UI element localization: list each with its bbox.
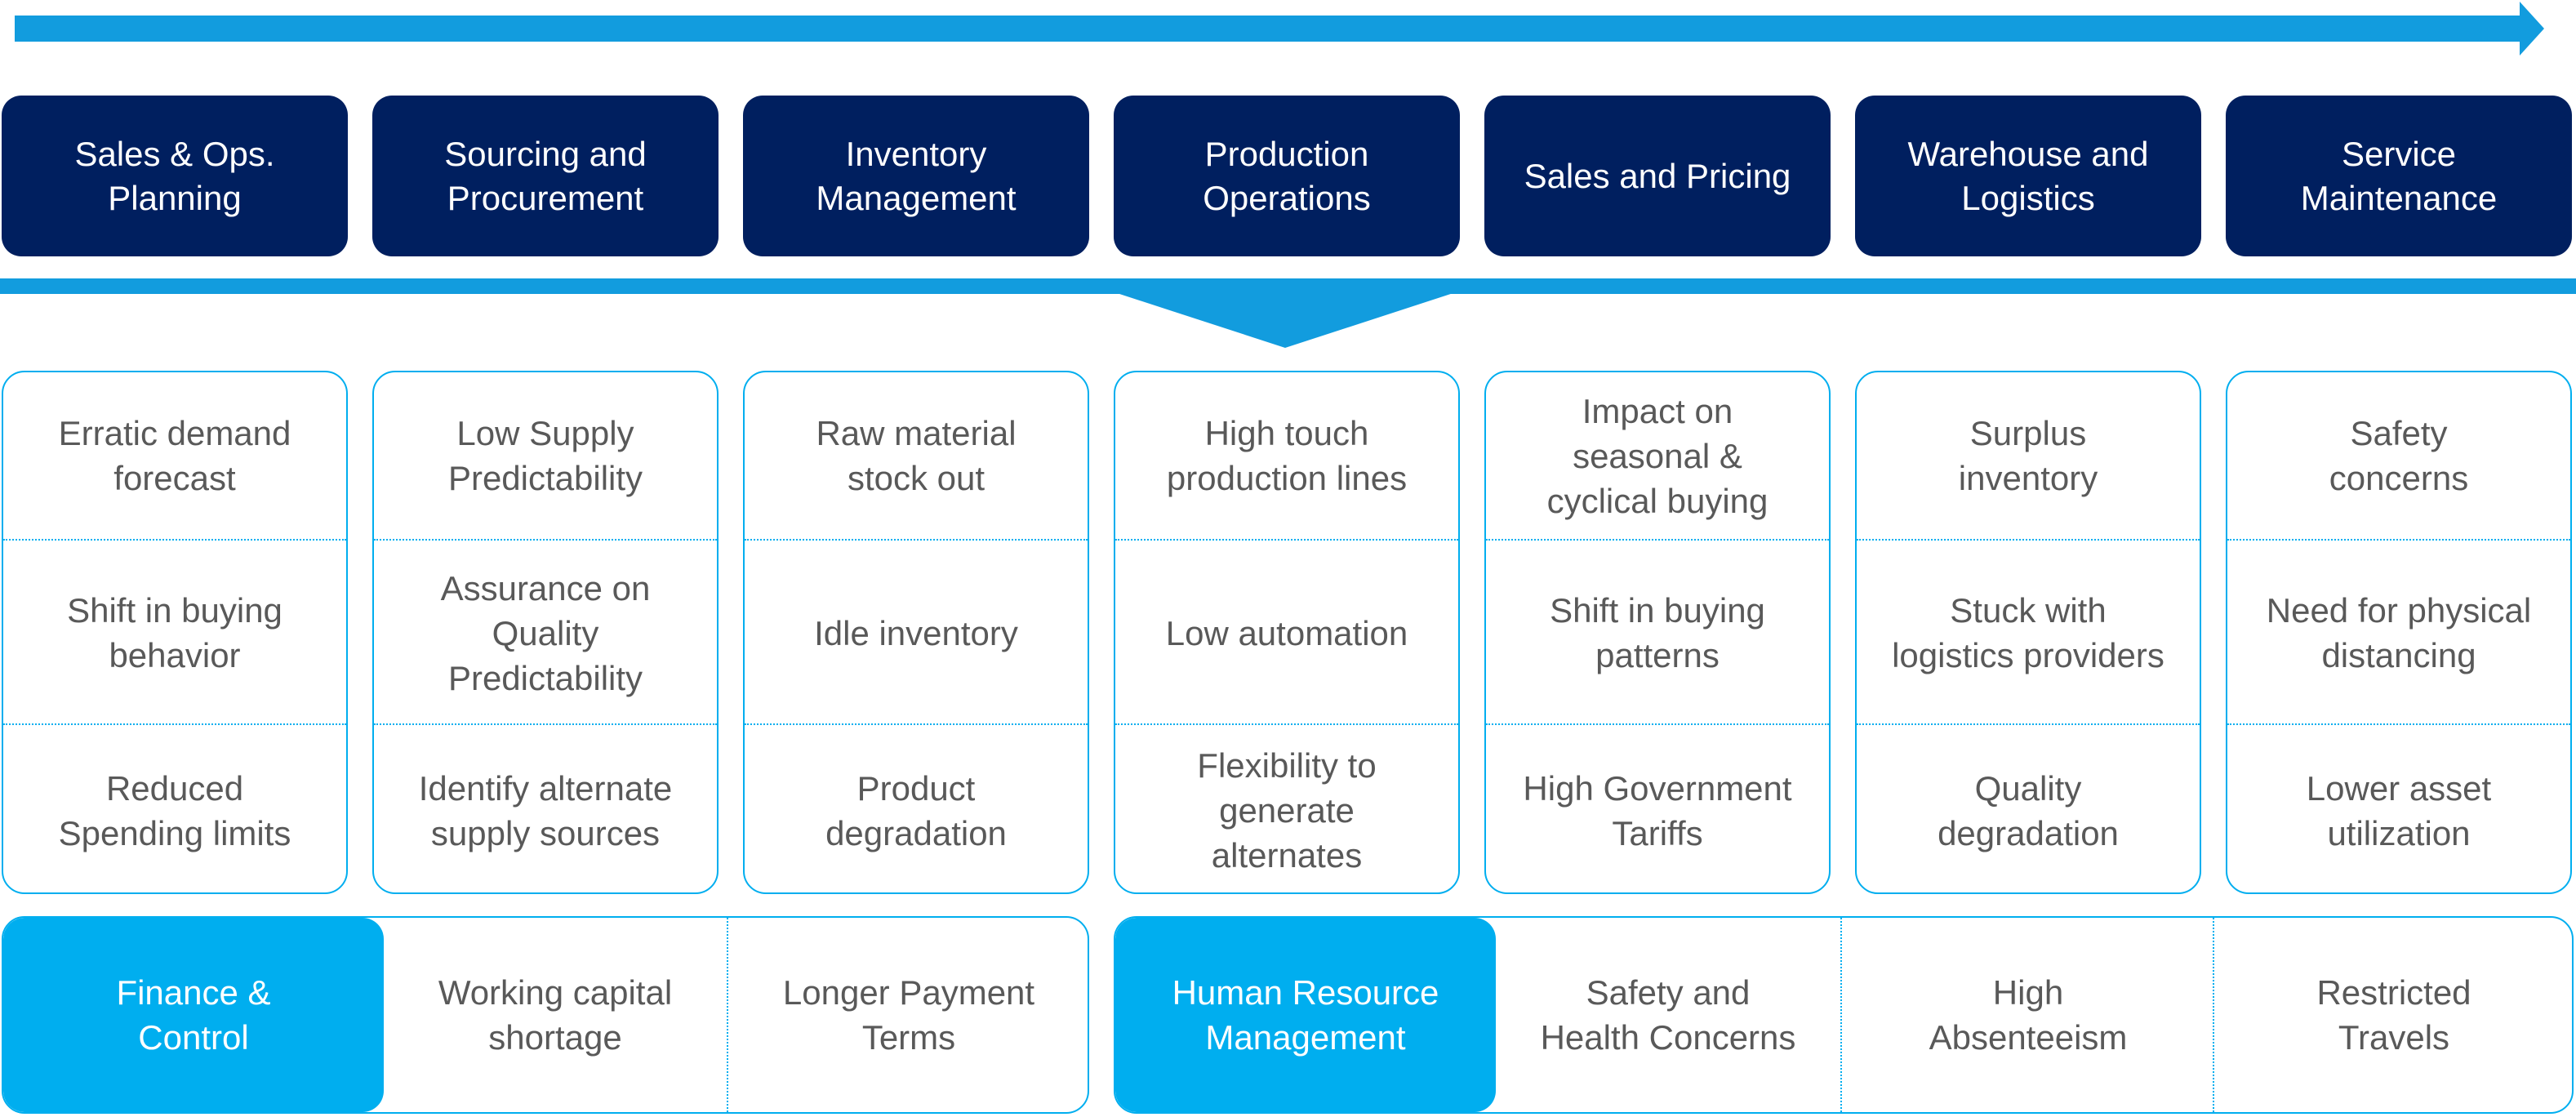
challenge-text: Need for physical distancing (2266, 591, 2532, 674)
stage-production-operations: Production Operations (1114, 96, 1460, 256)
stage-sales-pricing: Sales and Pricing (1484, 96, 1831, 256)
challenge-cell: Quality degradation (1857, 723, 2200, 892)
challenge-cell: Need for physical distancing (2227, 539, 2570, 725)
challenge-cell: Low Supply Predictability (374, 372, 717, 539)
group-title-text: Finance & Control (116, 973, 271, 1057)
divider-bar (0, 278, 2576, 294)
challenge-text: Erratic demand forecast (58, 414, 291, 497)
challenge-cell: Shift in buying behavior (3, 539, 346, 725)
challenge-cell: Raw material stock out (745, 372, 1088, 539)
challenge-text: Quality degradation (1938, 768, 2119, 852)
challenge-cell: Flexibility to generate alternates (1115, 723, 1458, 892)
challenge-cell: Safety concerns (2227, 372, 2570, 539)
hr-item-text: High Absenteeism (1929, 973, 2128, 1057)
stage-warehouse-logistics: Warehouse and Logistics (1855, 96, 2201, 256)
stage-service-maintenance: Service Maintenance (2226, 96, 2572, 256)
challenge-text: Lower asset utilization (2306, 768, 2492, 852)
finance-control-title: Finance & Control (3, 918, 384, 1112)
challenge-text: High touch production lines (1166, 414, 1408, 497)
challenge-text: Low Supply Predictability (447, 414, 643, 497)
challenge-column: Surplus inventory Stuck with logistics p… (1855, 371, 2201, 894)
challenge-text: High Government Tariffs (1523, 768, 1792, 852)
stage-label: Warehouse and Logistics (1907, 134, 2149, 217)
challenge-text: Idle inventory (814, 613, 1018, 652)
hr-management-title: Human Resource Management (1115, 918, 1496, 1112)
hr-item-text: Safety and Health Concerns (1540, 973, 1796, 1057)
challenge-column: Raw material stock out Idle inventory Pr… (743, 371, 1089, 894)
challenge-text: Reduced Spending limits (58, 768, 291, 852)
process-flow-arrow-shaft (15, 16, 2523, 42)
finance-item-text: Longer Payment Terms (782, 973, 1035, 1057)
challenge-text: Shift in buying patterns (1550, 591, 1765, 674)
hr-item: High Absenteeism (1840, 918, 2214, 1112)
challenge-text: Surplus inventory (1958, 414, 2098, 497)
challenge-cell: High Government Tariffs (1486, 723, 1829, 892)
process-flow-arrow-head (2520, 2, 2544, 56)
stage-inventory-management: Inventory Management (743, 96, 1089, 256)
finance-item-text: Working capital shortage (438, 973, 673, 1057)
challenge-cell: Low automation (1115, 539, 1458, 725)
challenge-cell: Lower asset utilization (2227, 723, 2570, 892)
stage-sales-ops-planning: Sales & Ops. Planning (2, 96, 348, 256)
challenge-text: Impact on seasonal & cyclical buying (1546, 391, 1768, 520)
challenge-text: Shift in buying behavior (67, 591, 283, 674)
stage-label: Sales & Ops. Planning (74, 134, 275, 217)
challenge-text: Product degradation (825, 768, 1007, 852)
challenge-column: High touch production lines Low automati… (1114, 371, 1460, 894)
challenge-column: Erratic demand forecast Shift in buying … (2, 371, 348, 894)
stage-sourcing-procurement: Sourcing and Procurement (372, 96, 719, 256)
challenge-column: Safety concerns Need for physical distan… (2226, 371, 2572, 894)
finance-item: Longer Payment Terms (727, 918, 1088, 1112)
finance-control-group: Finance & Control Working capital shorta… (2, 916, 1089, 1114)
challenge-text: Identify alternate supply sources (418, 768, 673, 852)
challenge-cell: Product degradation (745, 723, 1088, 892)
stage-label: Sourcing and Procurement (444, 134, 647, 217)
challenge-text: Low automation (1165, 613, 1408, 652)
hr-item-text: Restricted Travels (2316, 973, 2471, 1057)
hr-item: Safety and Health Concerns (1496, 918, 1840, 1112)
finance-item: Working capital shortage (384, 918, 727, 1112)
challenge-cell: Assurance on Quality Predictability (374, 539, 717, 725)
challenge-column: Impact on seasonal & cyclical buying Shi… (1484, 371, 1831, 894)
challenge-cell: Identify alternate supply sources (374, 723, 717, 892)
challenge-text: Raw material stock out (816, 414, 1017, 497)
challenge-cell: Reduced Spending limits (3, 723, 346, 892)
challenge-cell: Idle inventory (745, 539, 1088, 725)
challenge-cell: Surplus inventory (1857, 372, 2200, 539)
hr-item: Restricted Travels (2213, 918, 2572, 1112)
hr-management-group: Human Resource Management Safety and Hea… (1114, 916, 2574, 1114)
challenge-text: Assurance on Quality Predictability (440, 568, 651, 697)
challenge-text: Flexibility to generate alternates (1197, 746, 1377, 874)
challenge-cell: High touch production lines (1115, 372, 1458, 539)
challenge-text: Stuck with logistics providers (1892, 591, 2164, 674)
stage-label: Sales and Pricing (1524, 156, 1791, 195)
challenge-cell: Erratic demand forecast (3, 372, 346, 539)
stage-label: Service Maintenance (2300, 134, 2498, 217)
group-title-text: Human Resource Management (1172, 973, 1439, 1057)
challenge-cell: Impact on seasonal & cyclical buying (1486, 372, 1829, 539)
stage-label: Production Operations (1203, 134, 1371, 217)
challenge-cell: Shift in buying patterns (1486, 539, 1829, 725)
divider-pointer-icon (1114, 292, 1456, 348)
stage-label: Inventory Management (816, 134, 1017, 217)
challenge-column: Low Supply Predictability Assurance on Q… (372, 371, 719, 894)
challenge-cell: Stuck with logistics providers (1857, 539, 2200, 725)
challenge-text: Safety concerns (2329, 414, 2469, 497)
